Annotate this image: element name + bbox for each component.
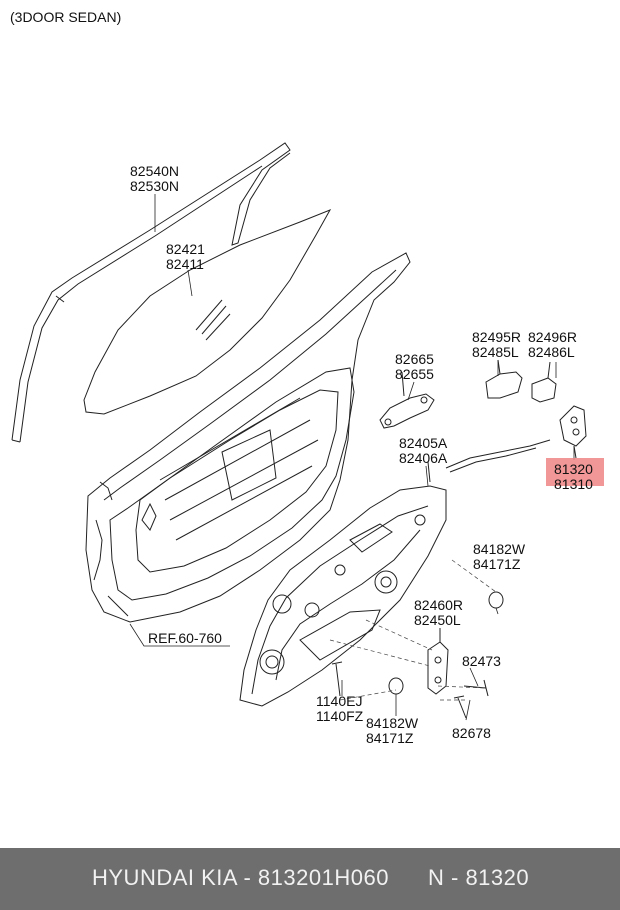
regulator-part[interactable] — [427, 628, 449, 695]
highlight-latch — [546, 458, 604, 486]
plug-a-part[interactable] — [488, 591, 504, 609]
footer-ref-number: N - 81320 — [428, 865, 530, 890]
screw-part[interactable] — [331, 661, 343, 697]
label-ref: REF.60-760 — [148, 630, 222, 646]
bracket-right-part[interactable] — [531, 361, 557, 403]
door-glass-part[interactable] — [83, 209, 332, 415]
leader-lines — [129, 194, 575, 721]
belt-molding-part[interactable] — [11, 142, 291, 443]
footer-part-number: HYUNDAI KIA - 813201H060 — [92, 865, 389, 890]
plug-b-part[interactable] — [388, 677, 404, 695]
bracket-left-part[interactable] — [485, 359, 523, 399]
cable-part[interactable] — [427, 439, 551, 483]
bolt-b-part[interactable] — [453, 695, 467, 719]
door-latch-part[interactable] — [559, 405, 587, 459]
door-exploded-diagram — [11, 142, 587, 721]
label-bolt-b: 82678 — [452, 725, 491, 741]
door-shell — [85, 252, 411, 623]
page-title: (3DOOR SEDAN) — [10, 9, 122, 25]
door-module-panel[interactable] — [239, 485, 447, 707]
dashed-lines — [329, 559, 497, 701]
outside-handle-part[interactable] — [379, 371, 435, 429]
footer-bar: HYUNDAI KIA - 813201H060 N - 81320 — [0, 848, 620, 910]
label-bolt-a: 82473 — [462, 653, 501, 669]
